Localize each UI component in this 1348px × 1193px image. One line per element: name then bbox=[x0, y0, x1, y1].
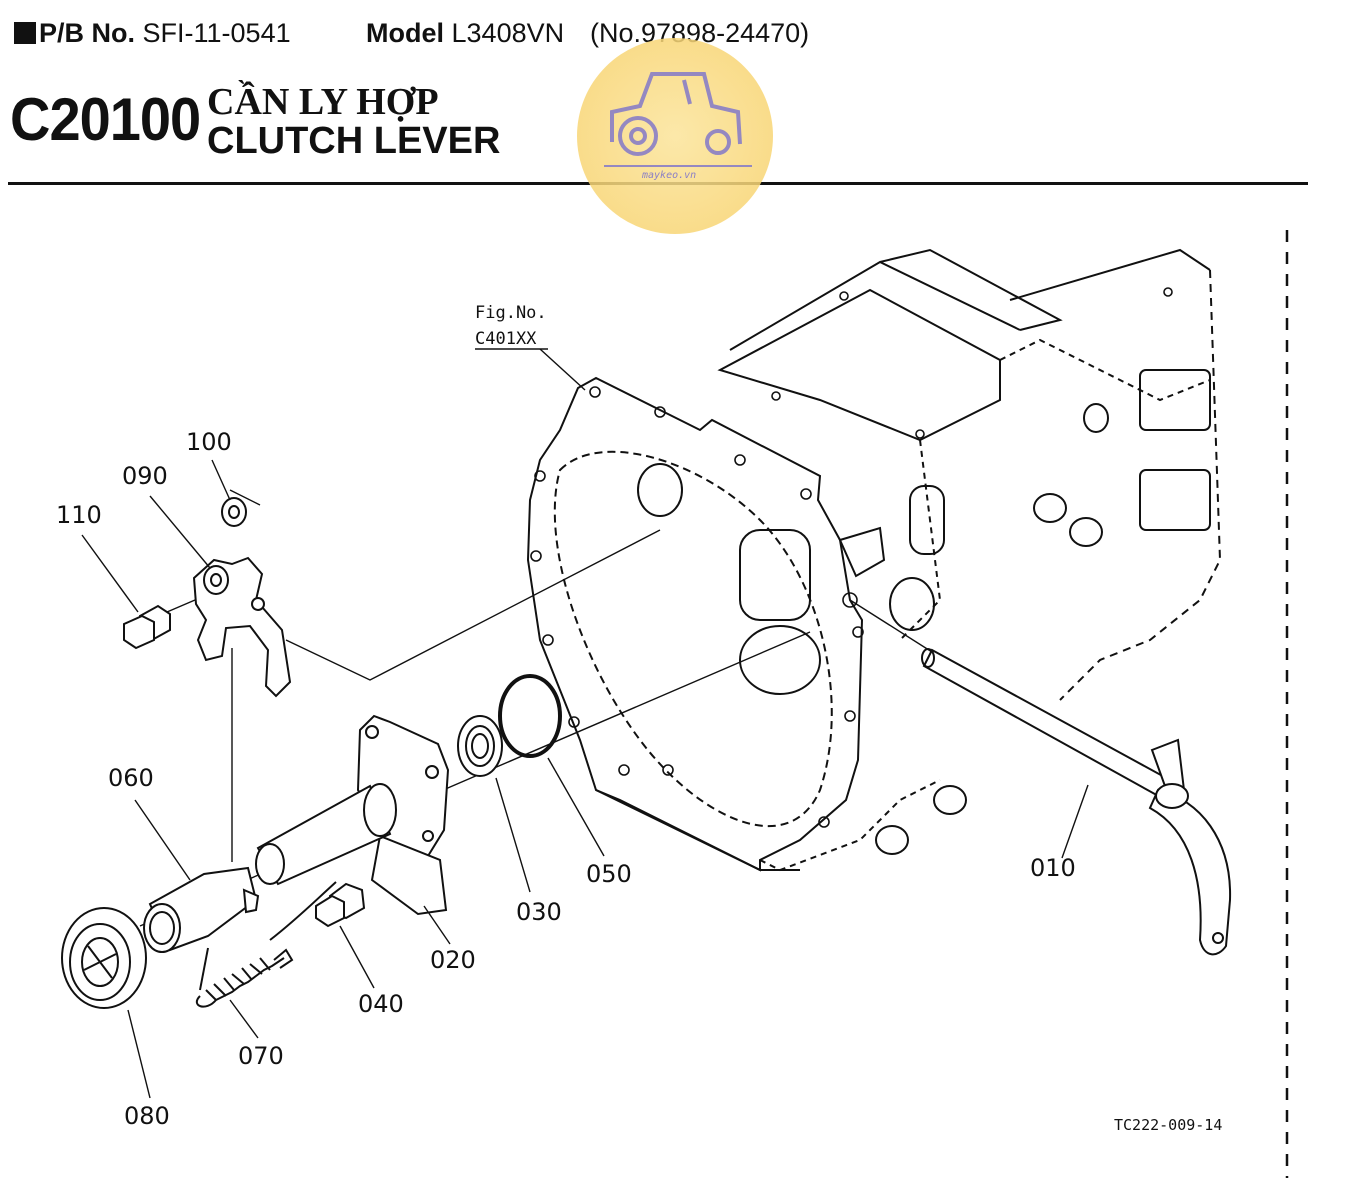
title-vietnamese: CẦN LY HỢP bbox=[207, 81, 439, 123]
part-label: 080 bbox=[124, 1102, 170, 1130]
part-label: 020 bbox=[430, 946, 476, 974]
logo-text: maykeo.vn bbox=[641, 170, 696, 181]
pb-number: P/B No. SFI-11-0541 bbox=[14, 18, 291, 49]
part-080-release-bearing bbox=[61, 907, 147, 1009]
part-label: 060 bbox=[108, 764, 154, 792]
transmission-housing bbox=[526, 248, 1222, 872]
fig-label: Fig.No. bbox=[475, 303, 547, 323]
part-020-release-hub bbox=[255, 714, 450, 916]
model: Model L3408VN bbox=[366, 18, 565, 48]
part-010-clutch-shaft bbox=[921, 648, 1232, 956]
square-bullet-icon bbox=[14, 22, 36, 44]
drawing-code: TC222-009-14 bbox=[1114, 1116, 1222, 1134]
fig-value: C401XX bbox=[475, 329, 537, 349]
part-label: 100 bbox=[186, 428, 232, 456]
part-label: 050 bbox=[586, 860, 632, 888]
part-label: 030 bbox=[516, 898, 562, 926]
part-050-o-ring bbox=[498, 674, 562, 758]
part-label: 040 bbox=[358, 990, 404, 1018]
part-070-spring bbox=[195, 881, 337, 1008]
part-100-washer bbox=[221, 497, 247, 527]
part-030-bearing bbox=[457, 715, 503, 777]
tractor-icon bbox=[604, 72, 752, 167]
part-110-bolt bbox=[123, 604, 171, 650]
part-label: 010 bbox=[1030, 854, 1076, 882]
part-label: 090 bbox=[122, 462, 168, 490]
section-code: C20100 bbox=[10, 85, 201, 154]
part-label: 110 bbox=[56, 501, 102, 529]
part-090-release-fork bbox=[192, 556, 292, 698]
part-060-sleeve bbox=[143, 866, 260, 953]
title-english: CLUTCH LEVER bbox=[207, 120, 501, 162]
part-label: 070 bbox=[238, 1042, 284, 1070]
part-040-bolt bbox=[315, 882, 366, 928]
